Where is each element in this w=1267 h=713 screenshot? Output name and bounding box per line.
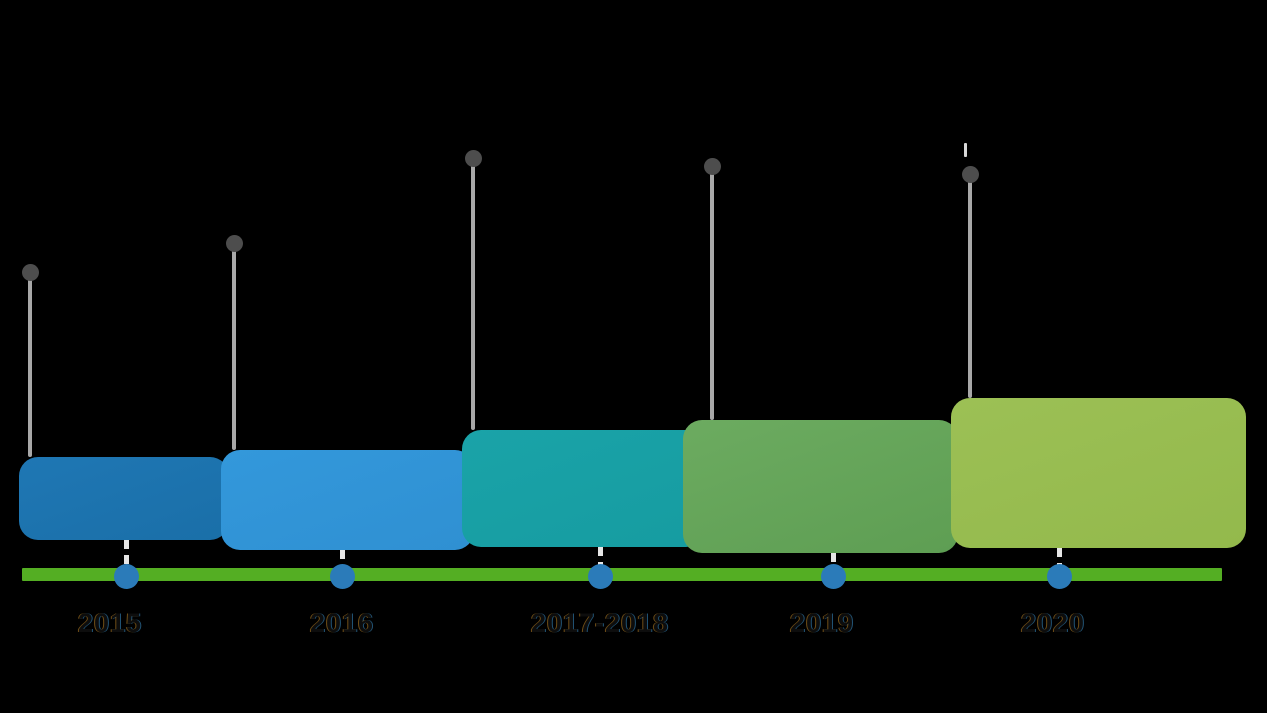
milestone-dot-2019[interactable] [820,564,846,589]
milestone-dot-2020[interactable] [1046,564,1072,589]
pin-stem-icon [710,166,714,420]
stage-box-2015[interactable] [19,457,229,540]
stage-box-2019[interactable] [683,420,958,553]
pin-head-icon [225,235,243,252]
dashed-connector-2017-2018 [598,547,603,576]
stage-box-2020[interactable] [951,398,1246,548]
year-label-2019: 2019 [789,608,855,638]
dashed-connector-2015 [124,540,129,576]
pin-stem-icon [28,272,32,457]
pin-head-icon [961,166,979,183]
milestone-dot-2017-2018[interactable] [587,564,613,589]
milestone-dot-2016[interactable] [329,564,355,589]
pin-stem-icon [471,158,475,430]
year-label-2017-2018: 2017-2018 [530,608,670,638]
pin-head-icon [464,150,482,167]
pin-stem-icon [232,243,236,450]
pin-head-icon [703,158,721,175]
stray-tick-artifact [964,143,967,157]
pin-stem-icon [968,174,972,398]
stage-box-2017-2018[interactable] [462,430,705,547]
year-label-2015: 2015 [77,608,143,638]
timeline-bar [22,568,1222,581]
year-label-2016: 2016 [309,608,375,638]
milestone-dot-2015[interactable] [113,564,139,589]
dashed-connector-2016 [340,550,345,576]
year-label-2020: 2020 [1020,608,1086,638]
pin-head-icon [21,264,39,281]
dashed-connector-2020 [1057,548,1062,576]
stage-box-2016[interactable] [221,450,474,550]
